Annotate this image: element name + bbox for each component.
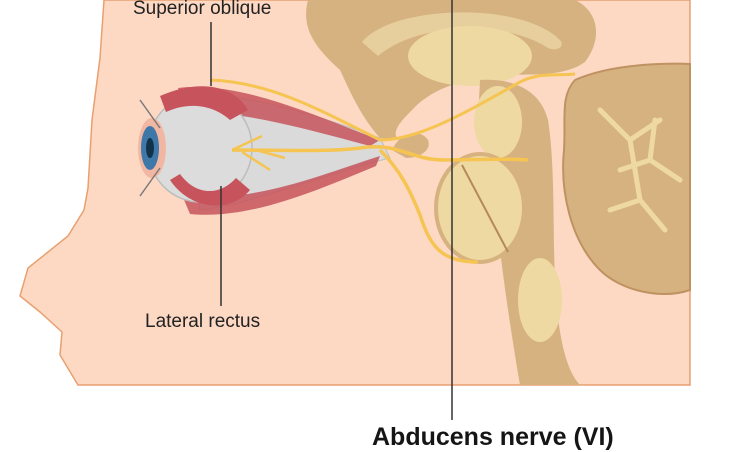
title-abducens-nerve: Abducens nerve (VI)	[372, 423, 614, 451]
superior-oblique-muscle	[160, 86, 248, 120]
cerebellum-folia	[597, 107, 683, 233]
pons-groove	[461, 164, 509, 253]
medulla	[518, 258, 562, 342]
pupil	[146, 138, 154, 158]
thalamus	[408, 26, 532, 86]
label-superior-oblique: Superior oblique	[133, 0, 272, 19]
lateral-rectus-muscle	[170, 174, 250, 206]
label-lateral-rectus: Lateral rectus	[145, 311, 261, 332]
abducens-nerve-path	[231, 145, 529, 162]
corpus-callosum	[362, 12, 562, 56]
pons	[434, 152, 526, 264]
eyelid-lines	[139, 99, 161, 197]
nerve-branches	[231, 134, 286, 172]
mid-oval	[474, 86, 522, 158]
nerve-upper-branch	[209, 72, 576, 142]
